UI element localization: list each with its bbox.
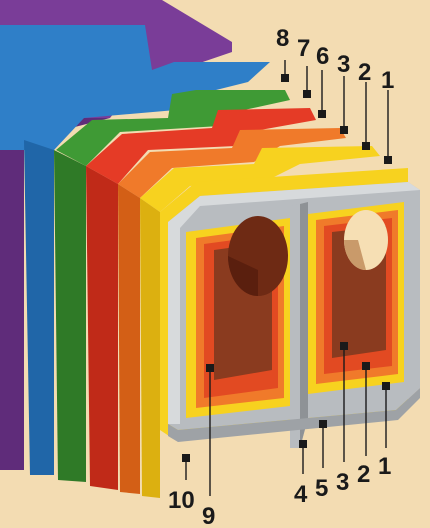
callout-bottom-4: 4	[294, 481, 308, 508]
marker-top-3	[340, 126, 348, 134]
callout-top-8: 8	[276, 25, 289, 52]
marker-bottom-4	[299, 440, 307, 448]
callout-top-3: 3	[337, 51, 350, 78]
callout-bottom-10: 10	[168, 487, 195, 514]
marker-bottom-2	[362, 362, 370, 370]
marker-top-1	[384, 156, 392, 164]
layer-red-side	[86, 166, 118, 490]
callout-bottom-1: 1	[378, 453, 391, 480]
marker-bottom-10	[182, 454, 190, 462]
layer-yellow-side	[140, 198, 160, 498]
center-divider-shade	[300, 202, 308, 448]
callout-top-6: 6	[316, 43, 329, 70]
layer-orange-side	[118, 184, 140, 494]
marker-bottom-5	[319, 420, 327, 428]
marker-bottom-3	[340, 342, 348, 350]
callout-bottom-2: 2	[357, 461, 370, 488]
callout-top-1: 1	[381, 67, 394, 94]
callout-top-2: 2	[358, 59, 371, 86]
marker-bottom-1	[382, 382, 390, 390]
callout-top-7: 7	[297, 35, 310, 62]
callout-bottom-5: 5	[315, 475, 328, 502]
callout-bottom-3: 3	[336, 469, 349, 496]
marker-top-7	[303, 90, 311, 98]
callout-bottom-9: 9	[202, 503, 215, 528]
layer-green-side	[54, 150, 86, 482]
marker-top-8	[281, 74, 289, 82]
marker-top-2	[362, 142, 370, 150]
marker-bottom-9	[206, 364, 214, 372]
marker-top-6	[318, 110, 326, 118]
